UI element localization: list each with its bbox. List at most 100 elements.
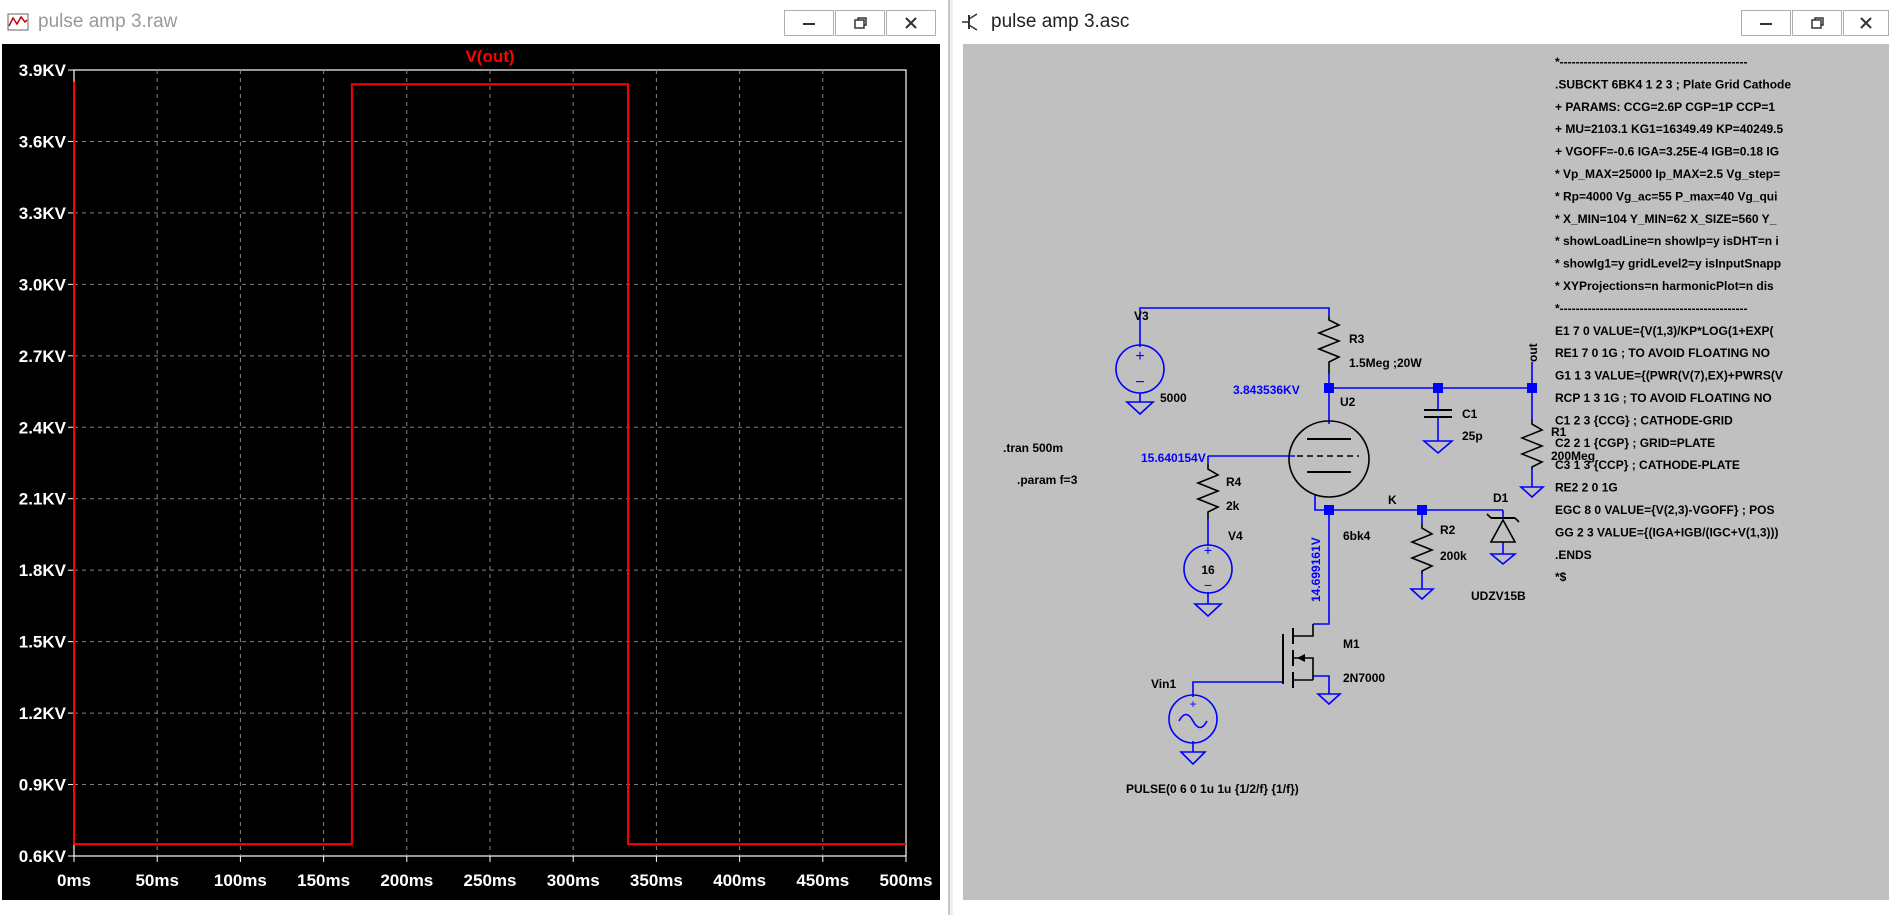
schematic-maximize-button[interactable] [1792, 10, 1842, 36]
netlist-line: * Vp_MAX=25000 Ip_MAX=2.5 Vg_step= [1555, 167, 1780, 181]
schematic-drawing[interactable]: + − V3 5000 R3 1.5Meg ;20W 3.843536KV U2… [963, 44, 1889, 900]
netlist-line: *$ [1555, 570, 1567, 584]
wire-plate-node [1328, 374, 1532, 389]
schematic-window: pulse amp 3.asc [953, 0, 1889, 915]
d1-label: D1 [1493, 491, 1509, 505]
y-tick-label: 1.2KV [19, 704, 67, 723]
capacitor-c1[interactable] [1421, 409, 1455, 455]
waveform-window-title: pulse amp 3.raw [38, 11, 178, 32]
schematic-canvas[interactable]: + − V3 5000 R3 1.5Meg ;20W 3.843536KV U2… [963, 44, 1889, 900]
junction-cathode [1324, 505, 1334, 515]
r1-value: 200Meg [1551, 449, 1595, 463]
resistor-r4[interactable] [1195, 464, 1221, 519]
grid-voltage-label: 15.640154V [1141, 451, 1206, 465]
v3-value: 5000 [1160, 391, 1187, 405]
netlist-line: + PARAMS: CCG=2.6P CGP=1P CCP=1 [1555, 100, 1775, 114]
v3-label: V3 [1134, 309, 1149, 323]
svg-text:−: − [1135, 374, 1144, 391]
zener-diode-d1[interactable] [1486, 513, 1520, 566]
schematic-titlebar[interactable]: pulse amp 3.asc [953, 0, 1889, 44]
r4-value: 2k [1226, 499, 1240, 513]
netlist-line: .SUBCKT 6BK4 1 2 3 ; Plate Grid Cathode [1555, 77, 1791, 91]
netlist-line: *---------------------------------------… [1555, 301, 1748, 315]
y-tick-label: 3.6KV [19, 132, 67, 151]
tran-directive[interactable]: .tran 500m [1003, 441, 1063, 455]
schematic-minimize-button[interactable] [1741, 10, 1791, 36]
plate-voltage-label: 3.843536KV [1233, 383, 1300, 397]
voltage-source-v3[interactable]: + − [1115, 344, 1165, 416]
y-tick-label: 0.9KV [19, 776, 67, 795]
minimize-button[interactable] [784, 10, 834, 36]
wire-v3-to-r3 [1139, 307, 1330, 347]
netlist-line: C1 2 3 {CCG} ; CATHODE-GRID [1555, 413, 1733, 427]
wire-cathode-to-mosfet [1313, 510, 1330, 625]
netlist-line: EGC 8 0 VALUE={V(2,3)-VGOFF} ; POS [1555, 503, 1775, 517]
close-icon [1860, 17, 1872, 29]
netlist-line: * showLoadLine=n showIp=y isDHT=n i [1555, 234, 1779, 248]
pulse-source-vin1[interactable]: + [1168, 694, 1218, 766]
maximize-button[interactable] [835, 10, 885, 36]
ground-r2 [1408, 588, 1436, 601]
y-tick-label: 3.9KV [19, 61, 67, 80]
m1-label: M1 [1343, 637, 1360, 651]
y-tick-label: 2.4KV [19, 418, 67, 437]
out-net-label: out [1526, 343, 1540, 362]
netlist-line: * XYProjections=n harmonicPlot=n dis [1555, 279, 1774, 293]
resistor-r2[interactable] [1409, 524, 1435, 574]
junction-c1 [1433, 383, 1443, 393]
minimize-icon [1760, 23, 1772, 25]
waveform-app-icon [6, 10, 30, 34]
m1-value: 2N7000 [1343, 671, 1385, 685]
y-tick-label: 3.3KV [19, 204, 67, 223]
k-net-label: K [1388, 493, 1397, 507]
v4-value: 16 [1201, 563, 1215, 577]
y-tick-label: 3.0KV [19, 275, 67, 294]
netlist-line: .ENDS [1555, 548, 1592, 562]
mosfet-m1[interactable] [1282, 624, 1343, 706]
u2-label: U2 [1340, 395, 1356, 409]
schematic-window-title: pulse amp 3.asc [991, 11, 1130, 32]
trace-label[interactable]: V(out) [465, 47, 514, 66]
x-tick-label: 400ms [713, 871, 766, 890]
param-directive[interactable]: .param f=3 [1017, 473, 1078, 487]
c1-value: 25p [1462, 429, 1483, 443]
voltage-source-v4[interactable]: + − [1183, 542, 1233, 618]
tube-model-label: 6bk4 [1343, 529, 1371, 543]
x-tick-label: 150ms [297, 871, 350, 890]
resistor-r3[interactable] [1316, 316, 1342, 374]
x-tick-label: 200ms [380, 871, 433, 890]
y-tick-label: 2.7KV [19, 347, 67, 366]
y-tick-label: 0.6KV [19, 847, 67, 866]
netlist-line: * showIg1=y gridLevel2=y isInputSnapp [1555, 257, 1781, 271]
wire-mosfet-source [1313, 675, 1330, 694]
junction-out [1527, 383, 1537, 393]
wire-vin1 [1192, 681, 1283, 697]
c1-label: C1 [1462, 407, 1478, 421]
pulse-spec[interactable]: PULSE(0 6 0 1u 1u {1/2/f} {1/f}) [1126, 782, 1299, 796]
netlist-line: RCP 1 3 1G ; TO AVOID FLOATING NO [1555, 391, 1772, 405]
junction-plate [1324, 383, 1334, 393]
restore-icon [854, 17, 867, 29]
schematic-close-button[interactable] [1843, 10, 1889, 36]
resistor-r1[interactable] [1519, 419, 1545, 469]
svg-text:+: + [1189, 697, 1196, 711]
netlist-comment-block[interactable]: *---------------------------------------… [1555, 55, 1791, 584]
x-tick-label: 500ms [880, 871, 933, 890]
netlist-line: G1 1 3 VALUE={(PWR(V(7),EX)+PWRS(V [1555, 369, 1783, 383]
r1-label: R1 [1551, 425, 1567, 439]
netlist-line: + VGOFF=-0.6 IGA=3.25E-4 IGB=0.18 IG [1555, 145, 1779, 159]
x-tick-label: 300ms [547, 871, 600, 890]
trace-v-out[interactable] [73, 81, 906, 846]
r2-label: R2 [1440, 523, 1456, 537]
netlist-line: RE1 7 0 1G ; TO AVOID FLOATING NO [1555, 346, 1770, 360]
junction-r2 [1417, 505, 1427, 515]
vacuum-tube-u2[interactable] [1288, 420, 1370, 498]
close-button[interactable] [886, 10, 936, 36]
r3-label: R3 [1349, 332, 1365, 346]
netlist-line: E1 7 0 VALUE={V(1,3)/KP*LOG(1+EXP( [1555, 324, 1774, 338]
r3-value: 1.5Meg ;20W [1349, 356, 1422, 370]
y-tick-label: 2.1KV [19, 490, 67, 509]
waveform-chart[interactable]: 0.6KV0.9KV1.2KV1.5KV1.8KV2.1KV2.4KV2.7KV… [2, 44, 940, 900]
x-tick-label: 450ms [796, 871, 849, 890]
